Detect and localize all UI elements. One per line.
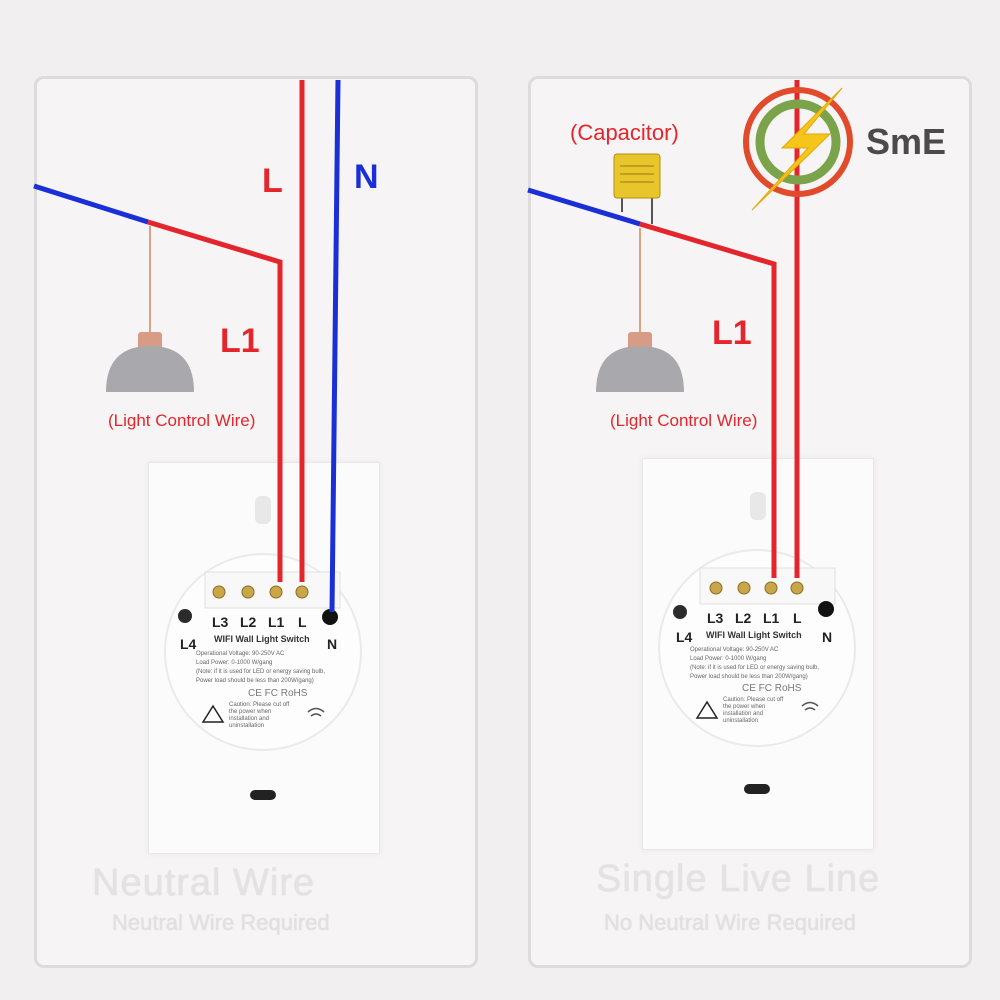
spec-line-4-left: Power load should be less than 200W/gang…: [196, 678, 314, 684]
wifi-icon-right: [801, 701, 819, 711]
wire-label-neutral-left: N: [354, 158, 379, 196]
terminal-screws-right: [709, 581, 804, 595]
panel-title-left: Neutral Wire: [92, 862, 316, 904]
product-title-right: WIFI Wall Light Switch: [706, 630, 802, 640]
switch-slot-right: [744, 784, 770, 794]
switch-back-left: [164, 496, 362, 800]
side-label-n-right: N: [822, 629, 833, 645]
wire-l1-left: [147, 219, 283, 582]
wire-neutral-lamp-left: [33, 183, 149, 225]
switch-clip-left: [255, 496, 271, 524]
terminal-screws-left: [212, 585, 309, 599]
spec-line-1-left: Operational Voltage: 90-250V AC: [196, 651, 285, 657]
status-dot-right: [673, 605, 687, 619]
status-dot-left: [178, 609, 192, 623]
wire-l1-right: [639, 221, 777, 578]
product-title-left: WIFI Wall Light Switch: [214, 634, 310, 644]
wire-label-live-left: L: [262, 162, 283, 200]
light-control-label-right: (Light Control Wire): [610, 411, 758, 430]
terminal-label-l3-right: L3: [707, 610, 724, 626]
panel-subtitle-left: Neutral Wire Required: [112, 910, 330, 935]
brand-name: SmE: [866, 121, 947, 162]
terminal-label-l2-left: L2: [240, 614, 257, 630]
switch-clip-right: [750, 492, 766, 520]
cert-marks-left: CE FC RoHS: [248, 688, 308, 699]
neutral-terminal-right: [818, 601, 834, 617]
switch-back-right: [658, 492, 856, 794]
lamp-icon-right: [596, 332, 684, 392]
terminal-label-l1-left: L1: [268, 614, 285, 630]
spec-line-2-right: Load Power: 0-1000 W/gang: [690, 656, 767, 662]
terminal-label-l1-right: L1: [763, 610, 780, 626]
brand-logo-icon: [743, 87, 853, 211]
spec-line-2-left: Load Power: 0-1000 W/gang: [196, 660, 273, 666]
terminal-label-l-left: L: [298, 614, 307, 630]
cert-marks-right: CE FC RoHS: [742, 683, 802, 694]
wire-label-l1-left: L1: [220, 322, 260, 360]
caution-text-left: Caution: Please cut off the power when i…: [229, 702, 290, 729]
wifi-icon-left: [307, 707, 325, 717]
lamp-icon-left: [106, 332, 194, 392]
wires-left: [33, 79, 341, 613]
side-label-l4-left: L4: [180, 636, 197, 652]
neutral-terminal-left: [322, 609, 338, 625]
side-label-n-left: N: [327, 636, 338, 652]
warning-icon-right: [695, 700, 719, 719]
terminal-label-l2-right: L2: [735, 610, 752, 626]
terminal-label-l-right: L: [793, 610, 802, 626]
spec-line-3-left: (Note: if it is used for LED or energy s…: [196, 669, 326, 675]
spec-line-1-right: Operational Voltage: 90-250V AC: [690, 647, 779, 653]
capacitor-label: (Capacitor): [570, 120, 679, 145]
warning-icon-left: [201, 704, 225, 723]
panel-subtitle-right: No Neutral Wire Required: [604, 910, 856, 935]
terminal-label-l3-left: L3: [212, 614, 229, 630]
wire-neutral-left: [329, 79, 341, 613]
spec-line-3-right: (Note: if it is used for LED or energy s…: [690, 665, 820, 671]
light-control-label-left: (Light Control Wire): [108, 411, 256, 430]
wire-label-l1-right: L1: [712, 314, 752, 352]
capacitor-icon: [613, 153, 661, 199]
spec-line-4-right: Power load should be less than 200W/gang…: [690, 674, 808, 680]
switch-slot-left: [250, 790, 276, 800]
panel-title-right: Single Live Line: [596, 858, 881, 900]
side-label-l4-right: L4: [676, 629, 693, 645]
wire-neutral-lamp-right: [527, 187, 641, 227]
caution-text-right: Caution: Please cut off the power when i…: [723, 697, 784, 724]
